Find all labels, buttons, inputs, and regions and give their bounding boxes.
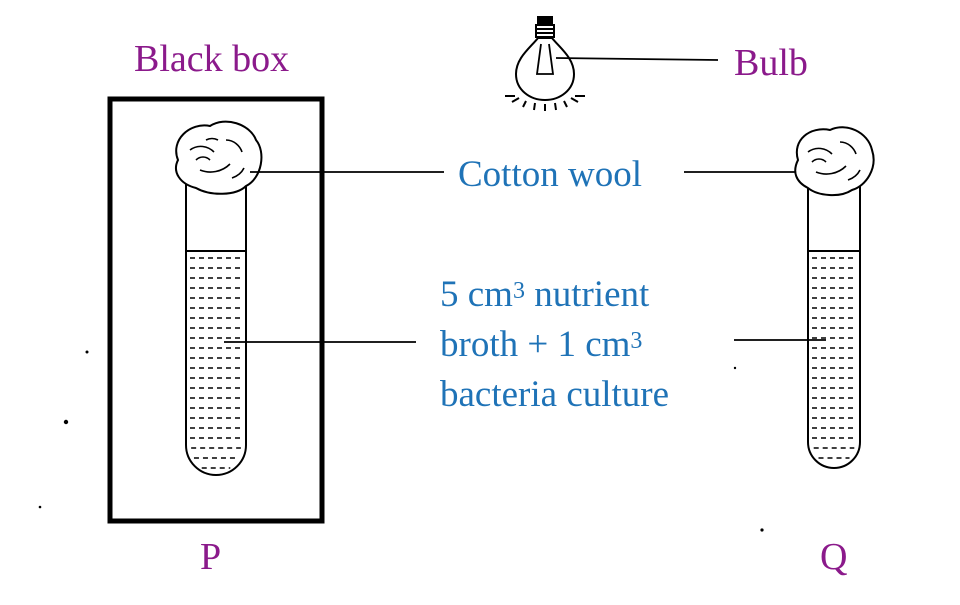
cotton-wool-label: Cotton wool xyxy=(458,154,642,195)
bulb-label: Bulb xyxy=(734,42,808,84)
cotton-wool-q xyxy=(794,126,875,196)
broth-dashes-q xyxy=(812,257,856,459)
bulb-leader-line xyxy=(555,57,719,61)
test-tube-q xyxy=(807,176,861,469)
black-box xyxy=(107,96,325,524)
tube-p-label: P xyxy=(200,536,222,578)
broth-label-line-3: bacteria culture xyxy=(440,374,670,415)
broth-dashes-p xyxy=(190,257,242,469)
scan-specks xyxy=(38,350,764,532)
broth-label-line-2: broth + 1 cm3 xyxy=(440,324,643,365)
tube-q-label: Q xyxy=(820,536,848,578)
broth-label: 5 cm3 nutrient broth + 1 cm3 bacteria cu… xyxy=(440,270,669,420)
broth-label-line-1: 5 cm3 nutrient xyxy=(440,274,650,315)
black-box-label: Black box xyxy=(134,38,290,80)
test-tube-p xyxy=(185,176,247,476)
bulb-icon xyxy=(505,16,585,111)
cotton-wool-p xyxy=(175,120,263,195)
